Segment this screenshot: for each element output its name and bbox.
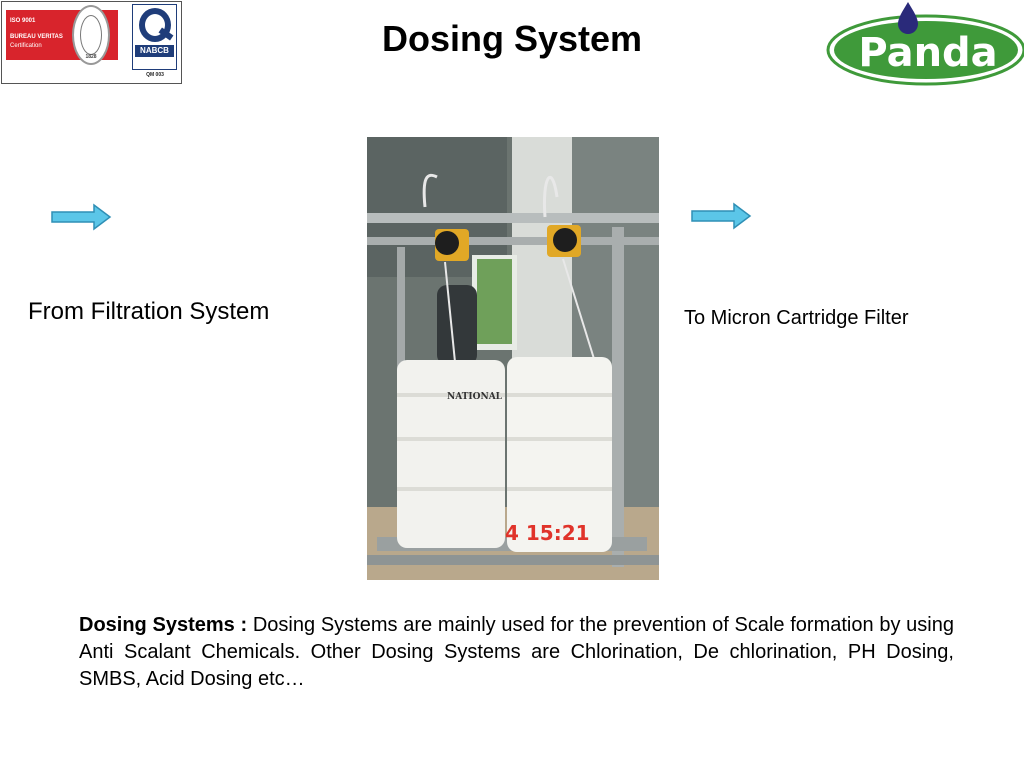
bv-year: 1828 — [85, 54, 97, 60]
panda-logo: Panda — [826, 2, 1024, 86]
bv-iso-text: ISO 9001 — [10, 18, 36, 24]
nabcb-q-icon — [139, 8, 171, 42]
to-micron-filter-label: To Micron Cartridge Filter — [684, 307, 909, 329]
page-title: Dosing System — [381, 18, 643, 59]
qm-code: QM 003 — [146, 72, 164, 78]
water-drop-icon — [898, 2, 918, 34]
description-paragraph: Dosing Systems : Dosing Systems are main… — [79, 612, 954, 693]
nabcb-label: NABCB — [135, 45, 174, 57]
description-body: Dosing Systems are mainly used for the p… — [79, 614, 954, 690]
photo-timestamp: 4 15:21 — [505, 521, 590, 545]
description-heading: Dosing Systems : — [79, 614, 248, 636]
from-filtration-label: From Filtration System — [28, 298, 270, 325]
dosing-system-photo: NATIONAL 4 15:21 — [367, 137, 659, 580]
bv-name-text: BUREAU VERITAS — [10, 34, 63, 40]
bv-cert-text: Certification — [10, 43, 42, 49]
tank-brand-label: NATIONAL — [447, 392, 503, 402]
bureau-veritas-badge: ISO 9001 BUREAU VERITAS Certification 18… — [6, 5, 118, 65]
outflow-arrow-icon — [691, 202, 752, 230]
inflow-arrow-icon — [51, 203, 112, 231]
panda-logo-text: Panda — [858, 30, 997, 76]
nabcb-badge: NABCB — [132, 4, 177, 70]
bv-seal-icon: 1828 — [72, 5, 110, 65]
